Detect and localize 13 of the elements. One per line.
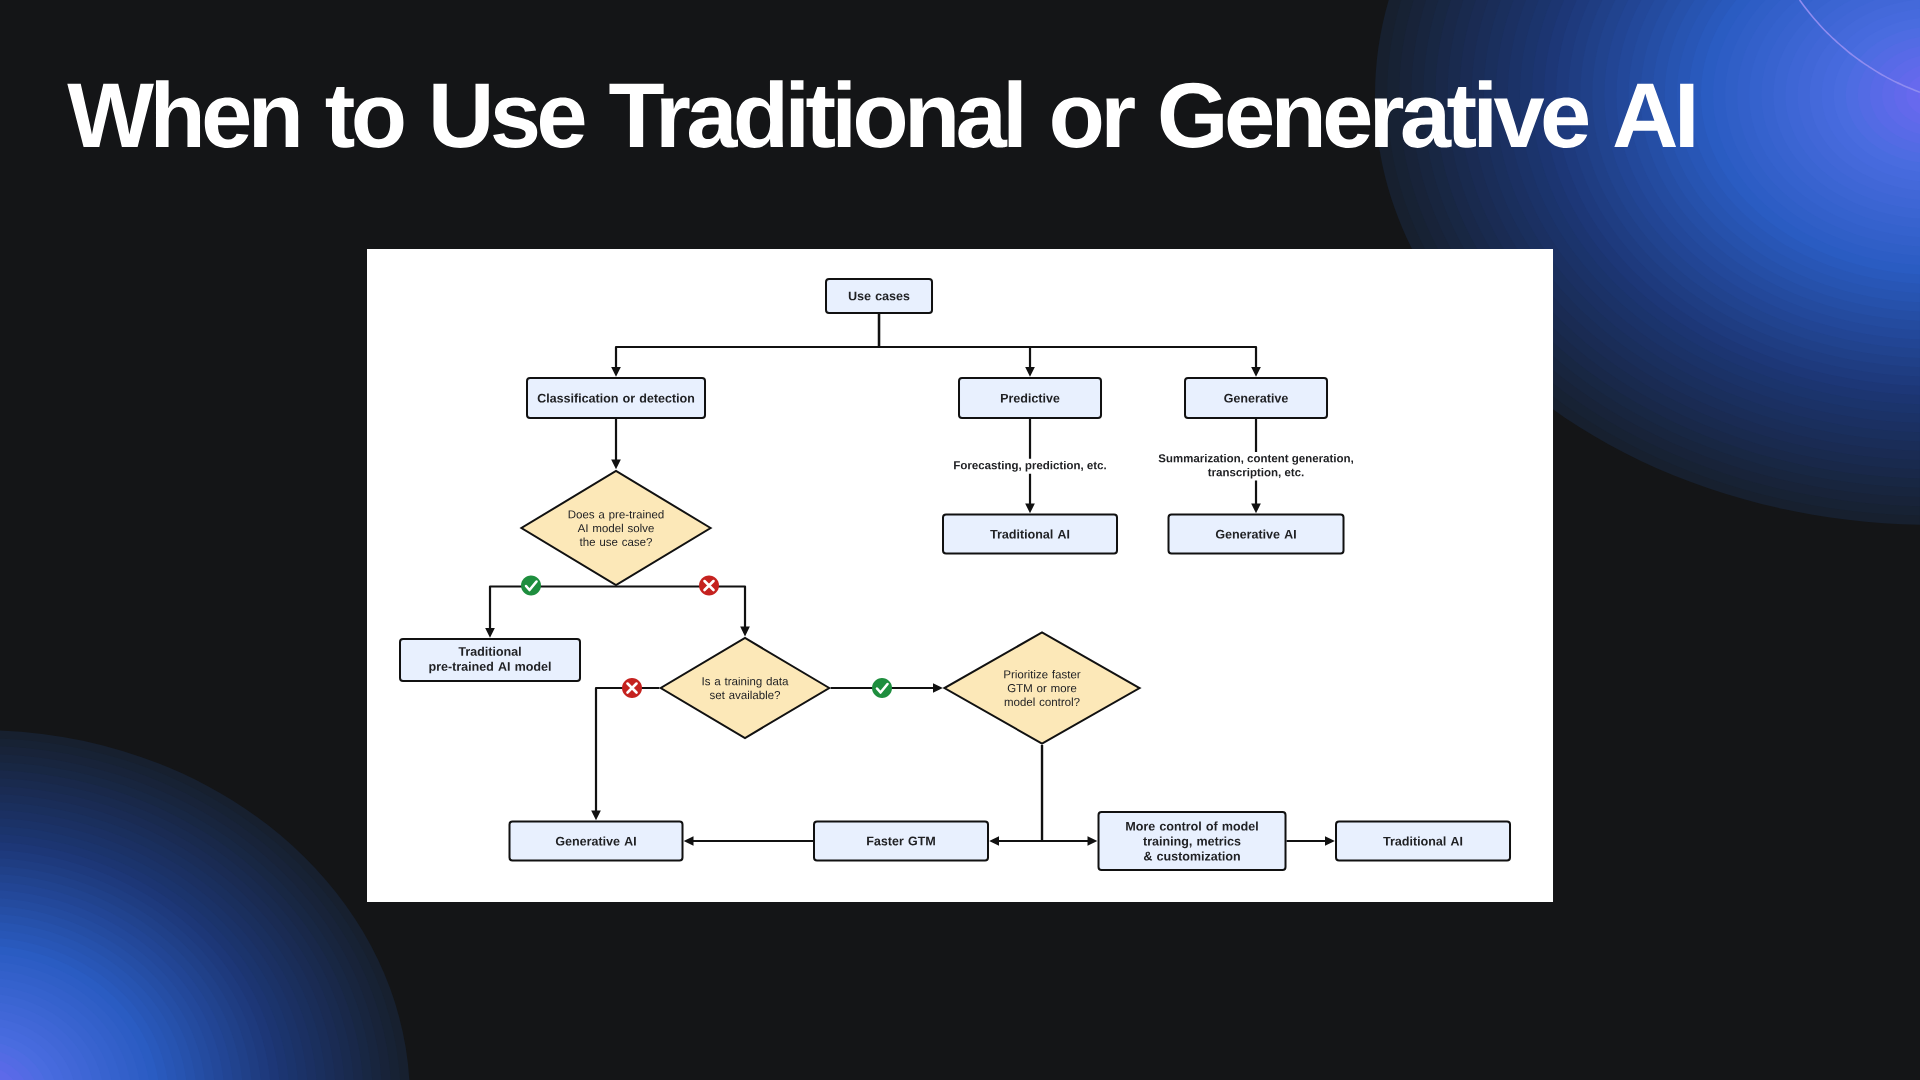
process-box: Classification or detection: [526, 377, 706, 419]
edge-label: Summarization, content generation, transcription, etc.: [1156, 451, 1356, 481]
process-box: Generative AI: [508, 820, 684, 862]
process-box: Use cases: [825, 278, 933, 314]
process-box: Traditional AI: [942, 513, 1118, 555]
process-box: More control of model training, metrics & customization: [1097, 811, 1287, 871]
process-box: Faster GTM: [813, 820, 989, 862]
process-box: Generative: [1184, 377, 1328, 419]
process-box: Traditional AI: [1335, 820, 1511, 862]
process-box: Traditional pre-trained AI model: [399, 638, 581, 682]
process-box: Predictive: [958, 377, 1102, 419]
process-box: Generative AI: [1167, 513, 1345, 555]
title: When to Use Traditional or Generative AI: [67, 80, 1694, 148]
